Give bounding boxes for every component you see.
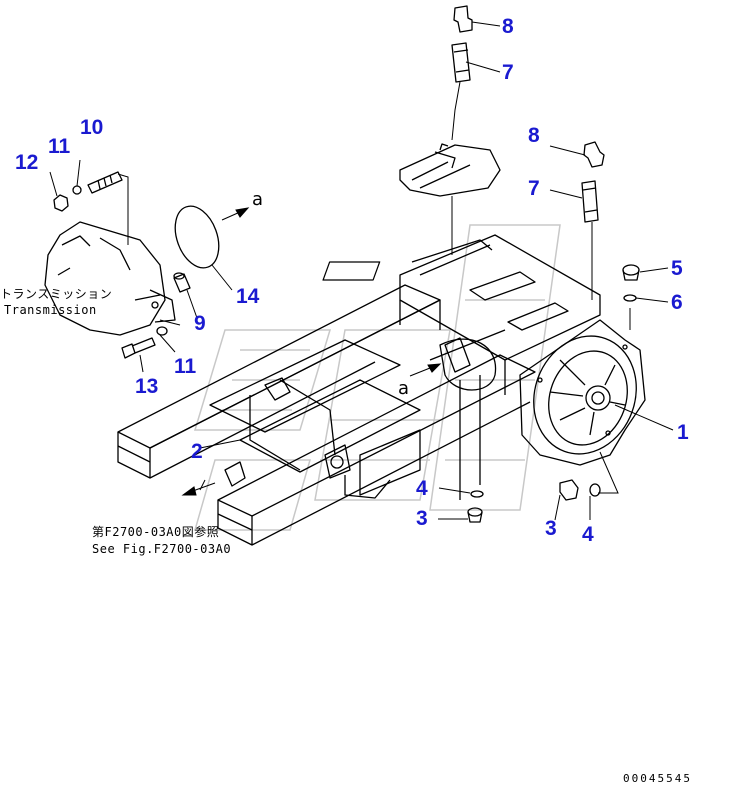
see-fig-note-jp: 第F2700-03A0図参照 [92, 525, 220, 539]
callout-10: 10 [80, 116, 104, 139]
callout-7-right: 7 [528, 177, 540, 200]
plug-3-bottom [467, 507, 483, 523]
extension-top [451, 42, 471, 83]
stud [87, 171, 123, 194]
view-a-label-2: a [398, 378, 410, 399]
frame-center-case [322, 234, 601, 500]
grease-fitting-top [453, 5, 473, 33]
o-ring [174, 205, 220, 269]
callout-4-bottom: 4 [416, 477, 428, 500]
linkage-bracket [224, 461, 246, 487]
callout-14: 14 [236, 285, 260, 308]
callout-2: 2 [191, 440, 203, 463]
callout-4-right: 4 [582, 523, 594, 546]
view-a-label: a [252, 189, 264, 210]
callout-8-top: 8 [502, 15, 514, 38]
leader-lines [49, 21, 674, 521]
drawing-code: 00045545 [623, 772, 692, 785]
view-arrows [181, 207, 442, 496]
callout-9: 9 [194, 312, 206, 335]
frame-left-arm [117, 284, 441, 479]
callout-13: 13 [135, 375, 159, 398]
top-cover [399, 143, 501, 197]
callout-12: 12 [15, 151, 39, 174]
transmission-label-en: Transmission [4, 303, 97, 317]
transmission-unit [44, 221, 176, 336]
o-ring-4-bottom [470, 490, 484, 498]
callout-1: 1 [677, 421, 689, 444]
transmission-label-jp: トランスミッション [0, 287, 113, 301]
callout-8-right: 8 [528, 124, 540, 147]
see-fig-note-en: See Fig.F2700-03A0 [92, 542, 232, 556]
callout-7-top: 7 [502, 61, 514, 84]
bolt [121, 337, 156, 359]
dowel-pin [173, 272, 191, 293]
callout-11-top: 11 [48, 135, 71, 158]
callout-3-bottom: 3 [416, 507, 428, 530]
grease-fitting-right [583, 141, 605, 168]
plug-5 [622, 264, 640, 281]
callout-3-right: 3 [545, 517, 557, 540]
nut [53, 194, 69, 212]
plug-3-right [559, 479, 579, 501]
frame-cross-member [209, 339, 421, 479]
extension-right [581, 180, 599, 223]
callout-11-bottom: 11 [174, 355, 197, 378]
callout-5: 5 [671, 257, 683, 280]
washer-top [72, 185, 82, 195]
o-ring-4-right [589, 483, 601, 497]
o-ring-6 [623, 294, 637, 302]
rear-housing [519, 319, 646, 466]
callout-6: 6 [671, 291, 683, 314]
washer-bottom [156, 326, 168, 336]
